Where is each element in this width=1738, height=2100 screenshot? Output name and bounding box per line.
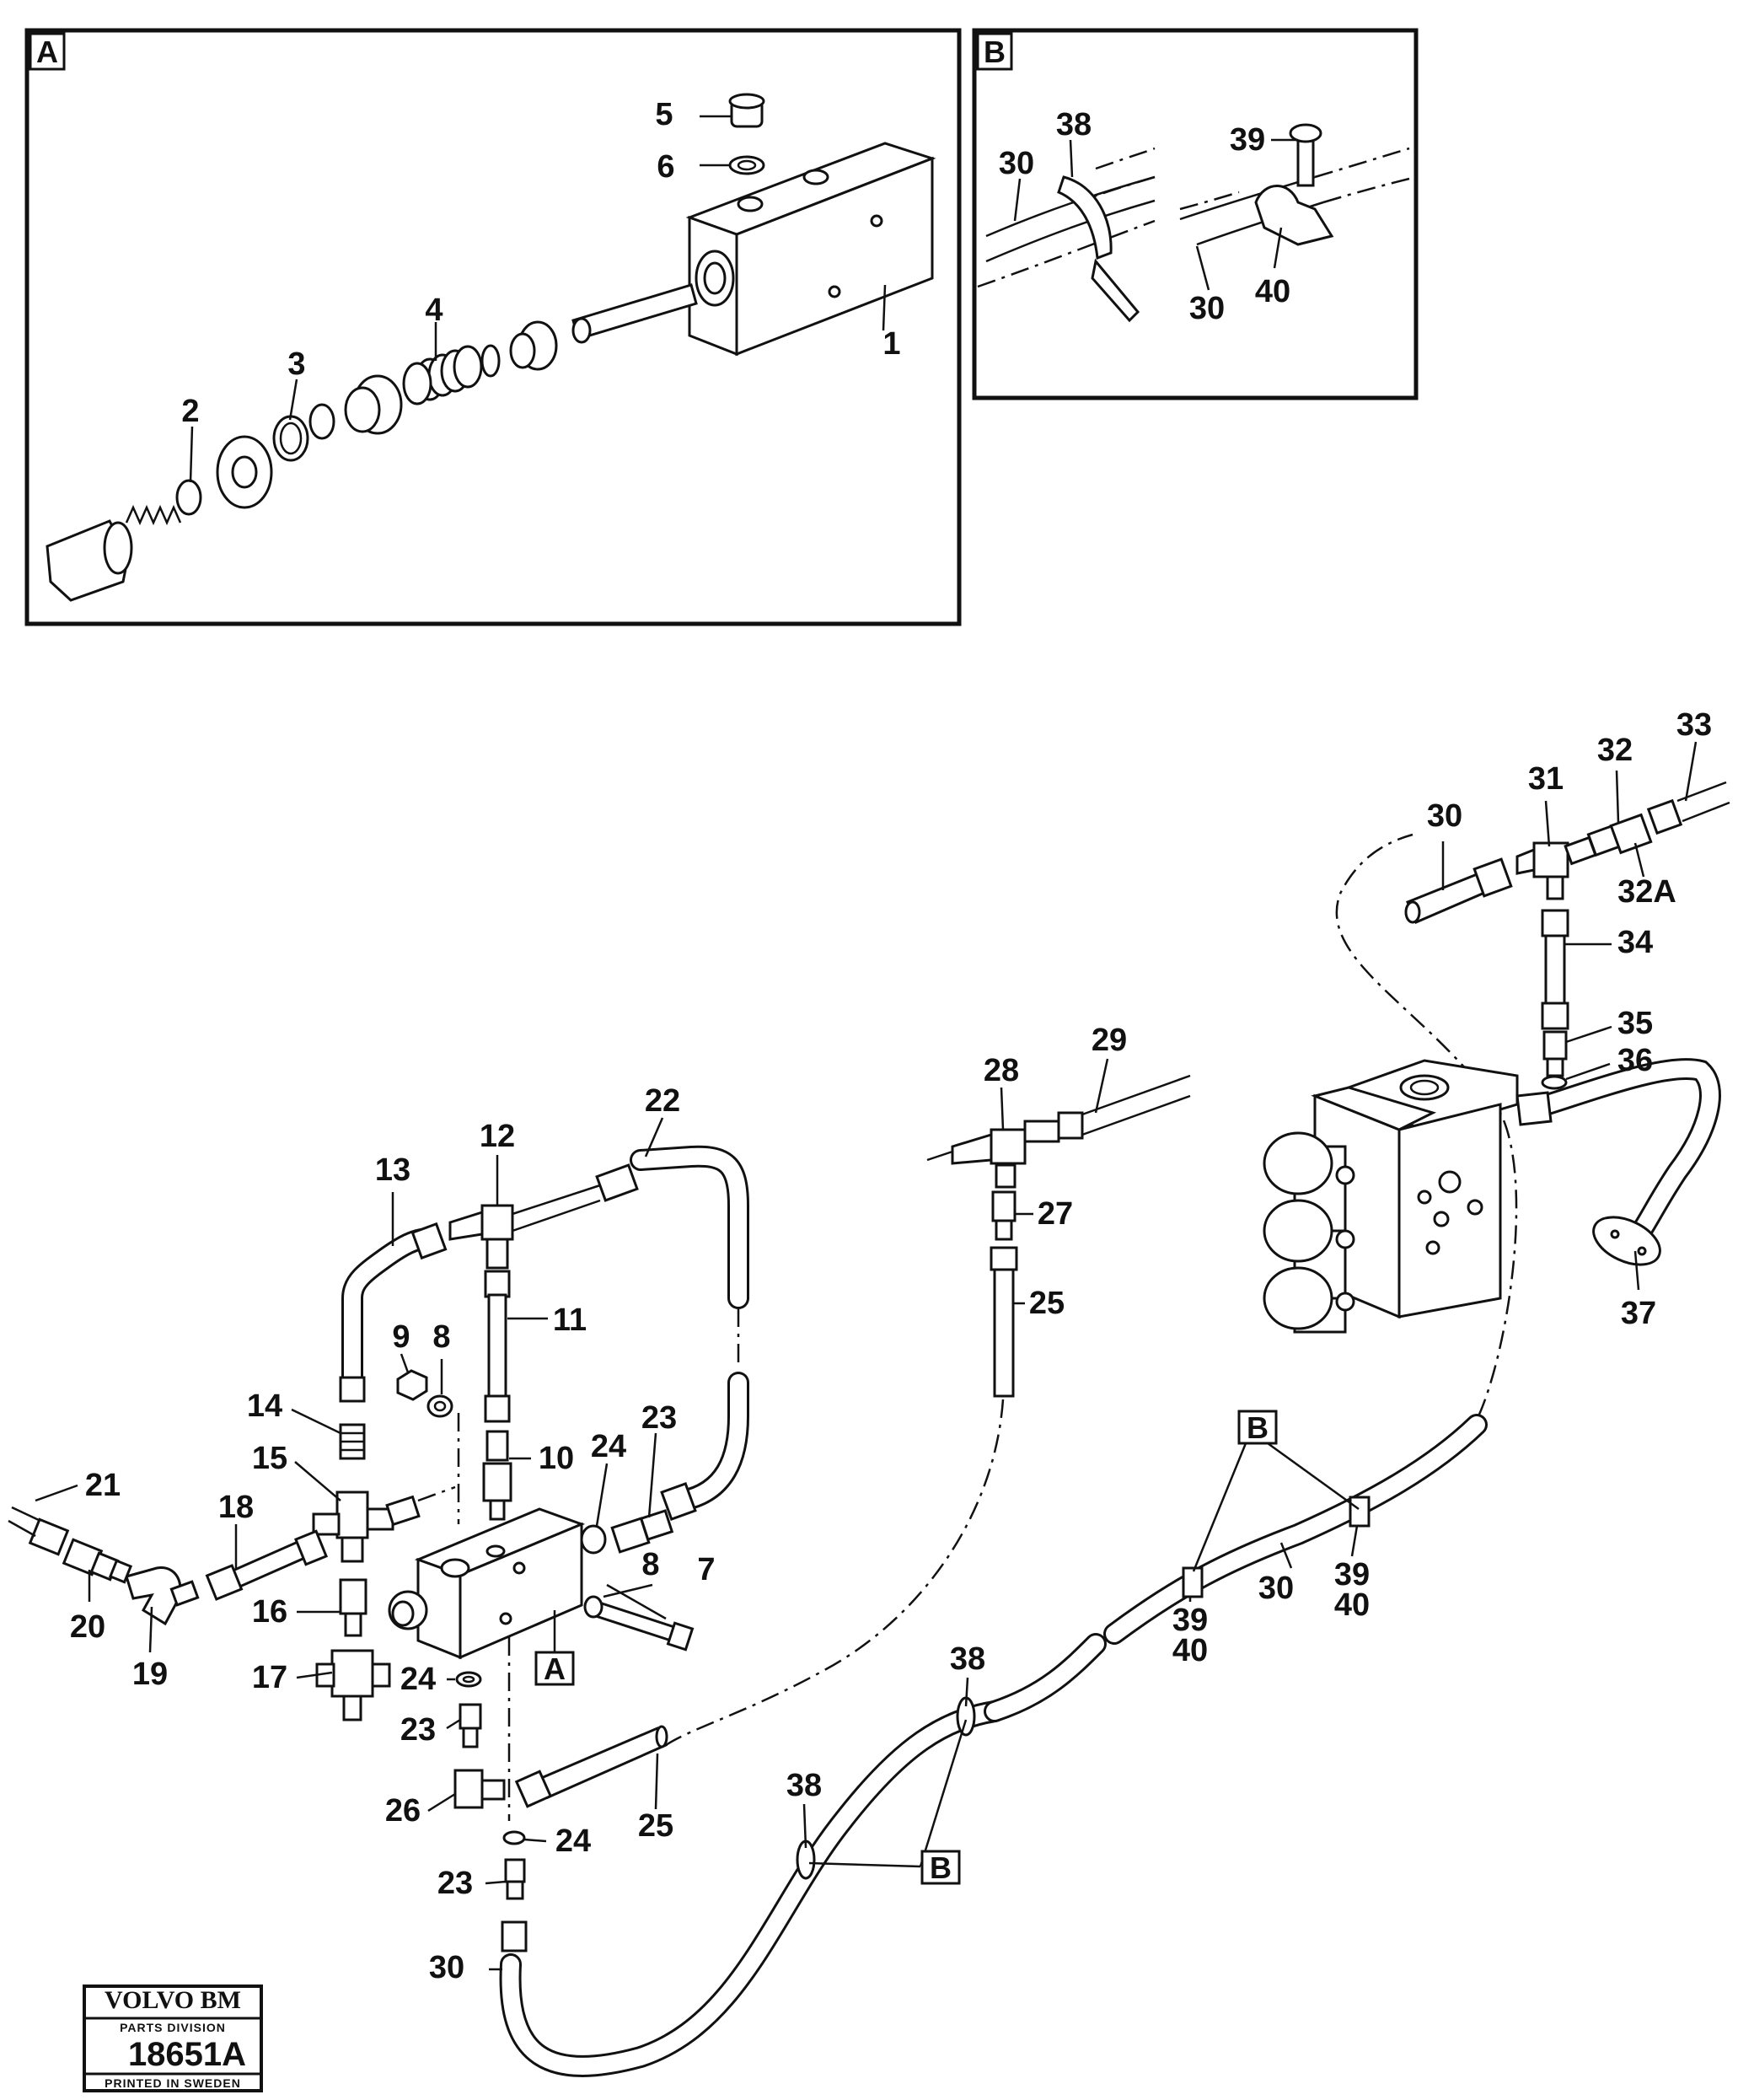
hose-30-top (1404, 857, 1513, 924)
pipe-25-upper (990, 1190, 1018, 1398)
callout-b-box-top: B (1237, 1410, 1278, 1445)
main-assembly: 7 8 9 8 10 11 12 13 14 15 16 17 18 19 20… (8, 707, 1730, 2077)
label-32A: 32A (1617, 874, 1676, 910)
label-9: 9 (392, 1319, 410, 1355)
pipe-37 (1515, 1058, 1721, 1266)
label-24-mid: 24 (400, 1662, 436, 1697)
label-21: 21 (85, 1468, 121, 1503)
label-38-b: 38 (1056, 107, 1092, 142)
label-39-left: 39 (1172, 1603, 1208, 1638)
label-38-mid: 38 (950, 1641, 985, 1677)
label-25-upper: 25 (1029, 1286, 1065, 1321)
label-6: 6 (657, 149, 674, 185)
label-23-right: 23 (641, 1400, 677, 1436)
hose-30-main (499, 833, 1518, 2077)
label-13: 13 (375, 1152, 410, 1188)
label-8-lower: 8 (641, 1547, 659, 1582)
label-24-low: 24 (555, 1823, 591, 1859)
lower-stack (453, 1637, 528, 1952)
detail-a-panel: A (24, 28, 962, 626)
detail-b-panel: B 38 30 39 30 40 (972, 28, 1419, 400)
label-38-low: 38 (786, 1768, 822, 1803)
callout-a-box: A (534, 1610, 575, 1686)
detail-a-tag: A (36, 35, 58, 69)
tee-17 (315, 1649, 391, 1721)
label-10: 10 (539, 1441, 574, 1476)
tee-28 (926, 1074, 1191, 1165)
label-15: 15 (252, 1441, 287, 1476)
main-labels: 7 8 9 8 10 11 12 13 14 15 16 17 18 19 20… (70, 707, 1712, 1985)
label-25-lower: 25 (638, 1808, 673, 1844)
bolt-7 (583, 1595, 695, 1652)
label-39-right: 39 (1334, 1557, 1370, 1592)
label-19: 19 (132, 1657, 168, 1692)
stamp-division: PARTS DIVISION (120, 2021, 226, 2034)
label-4: 4 (425, 293, 443, 328)
callout-b-tag-top: B (1247, 1410, 1269, 1445)
label-18: 18 (218, 1490, 254, 1525)
label-3: 3 (287, 346, 305, 382)
fitting-20 (8, 1506, 133, 1584)
label-32: 32 (1597, 733, 1633, 768)
label-30-b1: 30 (999, 146, 1034, 181)
control-valve (1263, 1059, 1519, 1334)
callout-a-tag: A (544, 1652, 566, 1686)
label-31: 31 (1528, 761, 1564, 797)
volvo-bm-stamp: VOLVO BM PARTS DIVISION 18651A PRINTED I… (83, 1985, 263, 2092)
label-40-left: 40 (1172, 1633, 1208, 1668)
label-17: 17 (252, 1660, 287, 1695)
label-20: 20 (70, 1609, 105, 1645)
label-35: 35 (1617, 1006, 1653, 1041)
label-30-mid: 30 (1258, 1571, 1294, 1606)
pipe-13 (339, 1222, 448, 1403)
label-7: 7 (697, 1552, 715, 1587)
pipe-11 (484, 1270, 511, 1423)
label-40-right: 40 (1334, 1587, 1370, 1623)
label-30-b2: 30 (1189, 291, 1225, 326)
label-2: 2 (181, 394, 199, 429)
label-24-right: 24 (591, 1429, 626, 1464)
pipe-18 (205, 1529, 328, 1601)
fitting-23-right (580, 1509, 674, 1555)
label-23-mid: 23 (400, 1712, 436, 1748)
pipe-25-lower (514, 1725, 668, 1808)
label-40-b: 40 (1255, 274, 1290, 309)
label-34: 34 (1617, 925, 1653, 960)
label-39-b: 39 (1230, 122, 1265, 158)
cross-15 (312, 1485, 456, 1563)
tee-31 (1515, 781, 1730, 900)
label-12: 12 (480, 1119, 515, 1154)
label-23-low: 23 (437, 1866, 473, 1901)
label-28: 28 (984, 1053, 1019, 1088)
valve-block-a (388, 1507, 586, 1660)
stamp-number: 18651A (128, 2036, 246, 2073)
label-5: 5 (655, 97, 673, 132)
label-8-upper: 8 (432, 1319, 450, 1355)
label-29: 29 (1092, 1023, 1127, 1058)
label-26: 26 (385, 1793, 421, 1829)
leader-lines (35, 741, 1698, 1971)
label-30-top: 30 (1427, 798, 1462, 834)
label-16: 16 (252, 1594, 287, 1630)
stamp-printed: PRINTED IN SWEDEN (105, 2076, 241, 2090)
label-30-low: 30 (429, 1950, 464, 1985)
label-22: 22 (645, 1083, 680, 1119)
callout-b-box-bottom: B (920, 1850, 961, 1885)
stamp-brand: VOLVO BM (105, 1986, 241, 2014)
label-11: 11 (553, 1302, 587, 1338)
label-14: 14 (247, 1388, 282, 1424)
label-27: 27 (1038, 1196, 1073, 1232)
label-33: 33 (1676, 707, 1712, 743)
callout-b-tag-bottom: B (930, 1850, 952, 1885)
label-36: 36 (1617, 1043, 1653, 1078)
label-37: 37 (1621, 1296, 1656, 1331)
connector-10 (482, 1430, 512, 1521)
detail-b-tag: B (984, 35, 1006, 69)
hose-22 (595, 1145, 749, 1522)
spring-4 (402, 345, 483, 405)
label-1: 1 (882, 326, 900, 362)
tee-12 (448, 1184, 601, 1270)
